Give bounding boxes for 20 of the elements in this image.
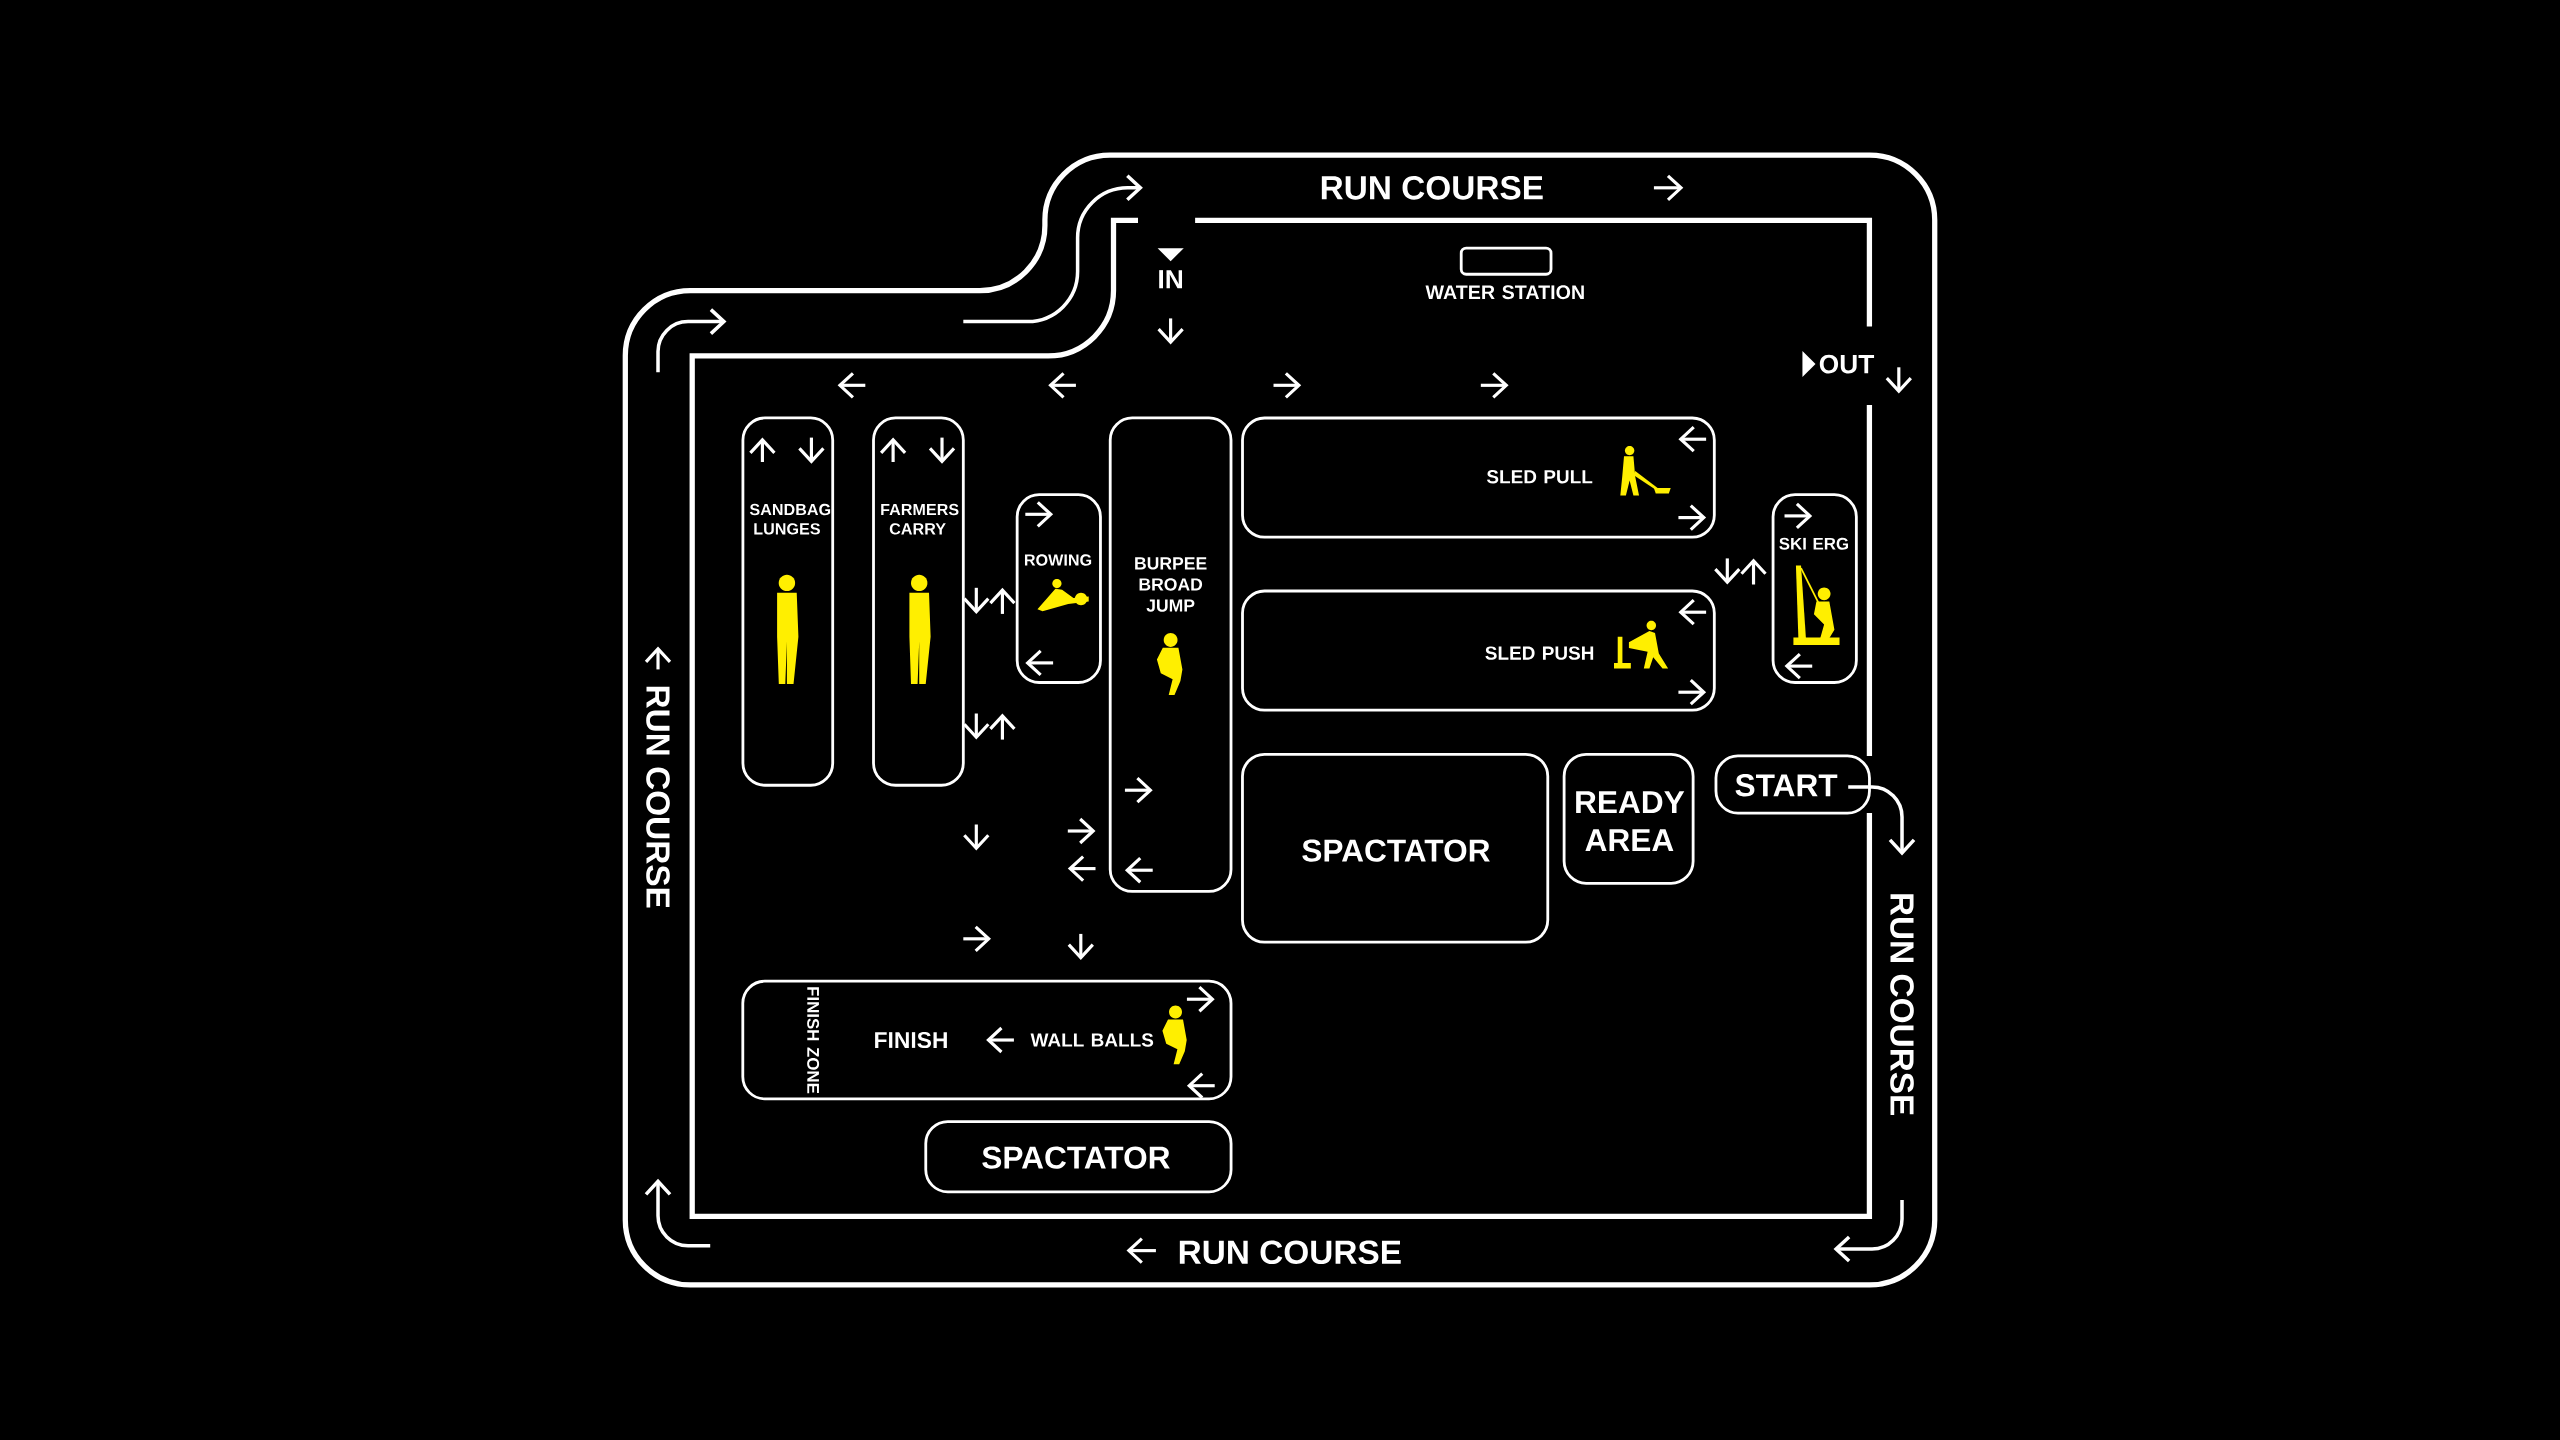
node-label: WATER STATION	[1425, 285, 1584, 300]
station-box: FINISH ZONE FINISH WALL BALLS	[741, 979, 1233, 1101]
course-label: RUN COURSE	[1179, 1240, 1401, 1265]
course-label: RUN COURSE	[1890, 894, 1914, 1115]
water-station-box: WATER STATION	[1425, 246, 1584, 300]
station-box: ROWING	[1015, 493, 1102, 684]
station-box: FARMERS CARRY	[872, 416, 965, 787]
gate-label: IN	[1159, 270, 1182, 289]
station-box: SANDBAG LUNGES	[741, 416, 835, 787]
station-box: READY AREA	[1562, 752, 1695, 885]
course-label: RUN COURSE	[646, 686, 670, 908]
gate-label: OUT	[1819, 354, 1875, 374]
station-box: SLED PUSH	[1241, 589, 1716, 712]
course-label: RUN COURSE	[1321, 176, 1543, 200]
station-box: START	[1714, 754, 1871, 815]
station-box: SPACTATOR	[1241, 752, 1550, 944]
station-box: BURPEE BROAD JUMP	[1108, 416, 1233, 893]
station-box: SPACTATOR	[924, 1120, 1233, 1194]
station-box: SLED PULL	[1241, 416, 1716, 539]
station-box: SKI ERG	[1771, 493, 1858, 684]
